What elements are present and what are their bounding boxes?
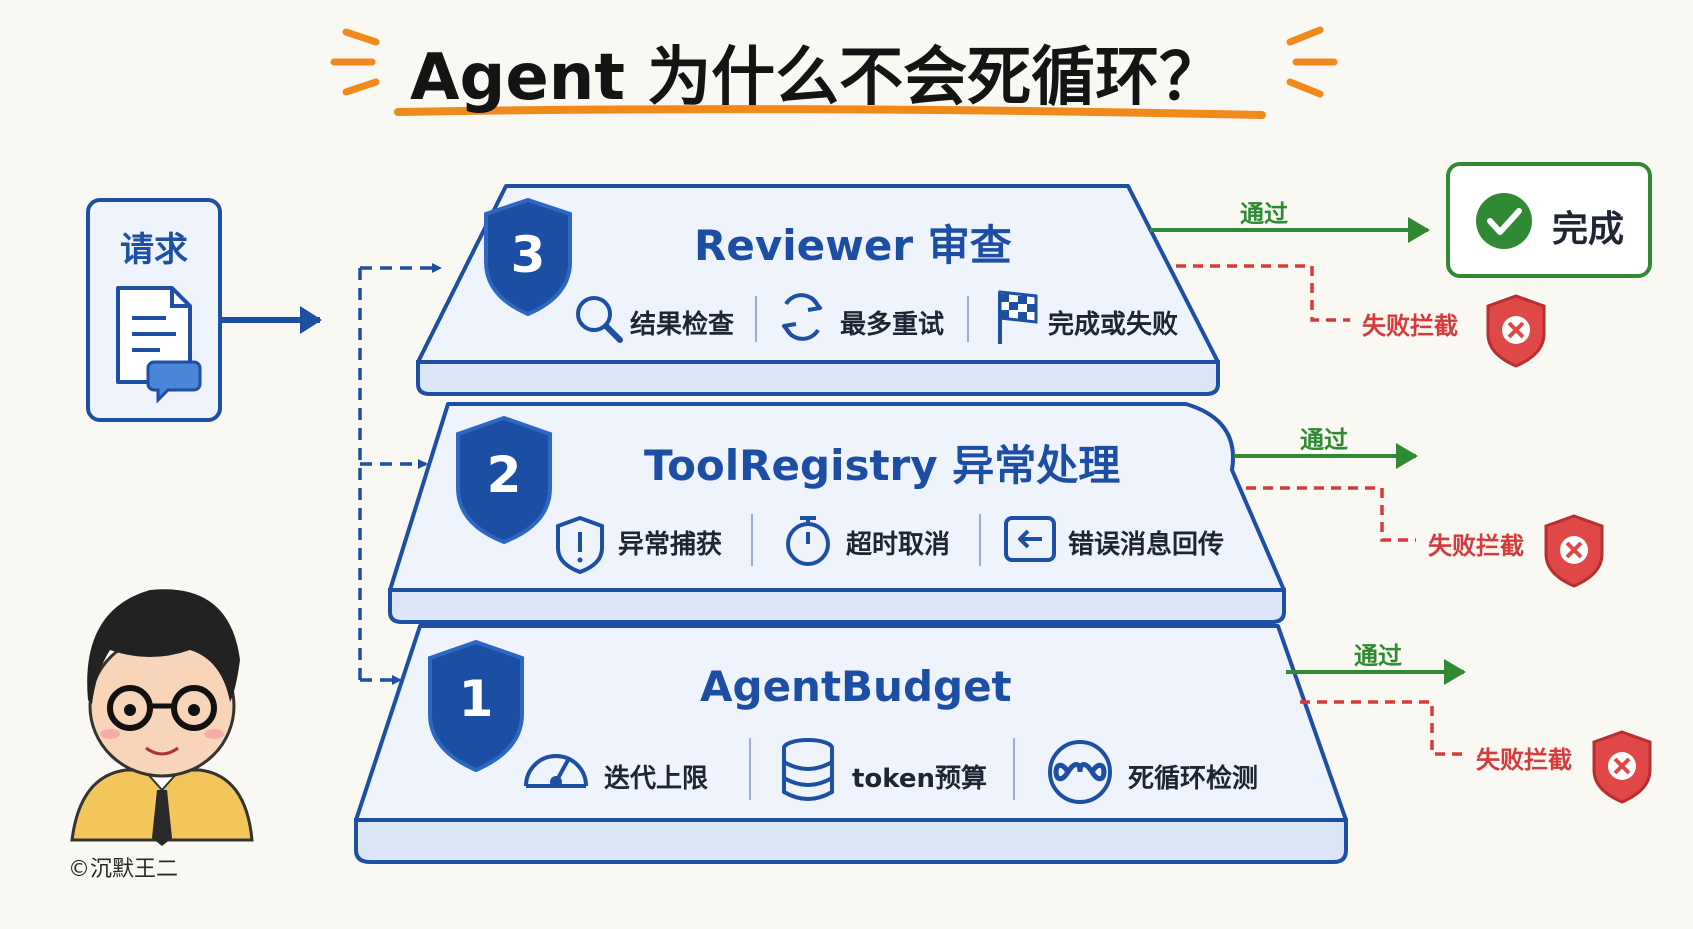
checkered-flag-icon — [998, 290, 1038, 344]
page-title: Agent 为什么不会死循环？ — [410, 41, 1224, 115]
dashed-connectors — [358, 263, 442, 685]
tier-1-slab — [354, 624, 1348, 864]
request-label: 请求 — [120, 230, 188, 270]
tier-2-slab — [388, 402, 1286, 624]
feature-label: token预算 — [852, 764, 988, 794]
feature-label: 错误消息回传 — [1068, 530, 1225, 560]
fail-label: 失败拦截 — [1476, 746, 1572, 774]
request-box — [86, 198, 222, 422]
tier-2-title: ToolRegistry 异常处理 — [644, 441, 1121, 490]
feature-label: 死循环检测 — [1128, 764, 1259, 794]
feature-label: 迭代上限 — [604, 764, 709, 794]
pass-label: 通过 — [1300, 426, 1348, 454]
stopwatch-icon — [786, 516, 830, 566]
fail-shield-3-icon — [1486, 294, 1546, 368]
feature-label: 超时取消 — [846, 530, 951, 560]
search-icon — [576, 296, 623, 343]
feature-dividers — [749, 296, 1015, 800]
fail-shield-2-icon — [1544, 514, 1604, 588]
tier-1-title: AgentBudget — [700, 662, 1012, 711]
tier-1-number: 1 — [458, 670, 494, 728]
avatar — [70, 589, 254, 846]
shield-3-icon — [484, 197, 572, 317]
fail-shield-1-icon — [1592, 730, 1652, 804]
feature-label: 完成或失败 — [1048, 310, 1179, 340]
copyright: ©沉默王二 — [68, 857, 179, 882]
fail-connectors — [1176, 264, 1462, 756]
done-box — [1446, 162, 1652, 278]
gauge-icon — [524, 754, 588, 788]
fail-label: 失败拦截 — [1362, 312, 1458, 340]
shield-1-icon — [428, 639, 524, 773]
tier-3-number: 3 — [510, 226, 546, 284]
infinity-icon — [1048, 740, 1112, 804]
database-icon — [782, 738, 834, 801]
shield-2-icon — [456, 415, 552, 545]
feature-label: 最多重试 — [840, 310, 945, 340]
feature-label: 异常捕获 — [618, 530, 723, 560]
refresh-icon — [782, 293, 822, 341]
done-label: 完成 — [1552, 209, 1625, 250]
pass-label: 通过 — [1240, 200, 1288, 228]
shield-alert-icon — [556, 515, 604, 575]
title-decoration — [330, 26, 1338, 119]
check-circle-icon — [1476, 193, 1532, 249]
tier-2-number: 2 — [486, 446, 522, 504]
arrow-back-icon — [1004, 516, 1056, 562]
document-icon — [116, 286, 202, 404]
feature-label: 结果检查 — [630, 310, 735, 340]
pass-label: 通过 — [1354, 642, 1402, 670]
tier-3-title: Reviewer 审查 — [694, 221, 1012, 270]
fail-label: 失败拦截 — [1428, 532, 1524, 560]
